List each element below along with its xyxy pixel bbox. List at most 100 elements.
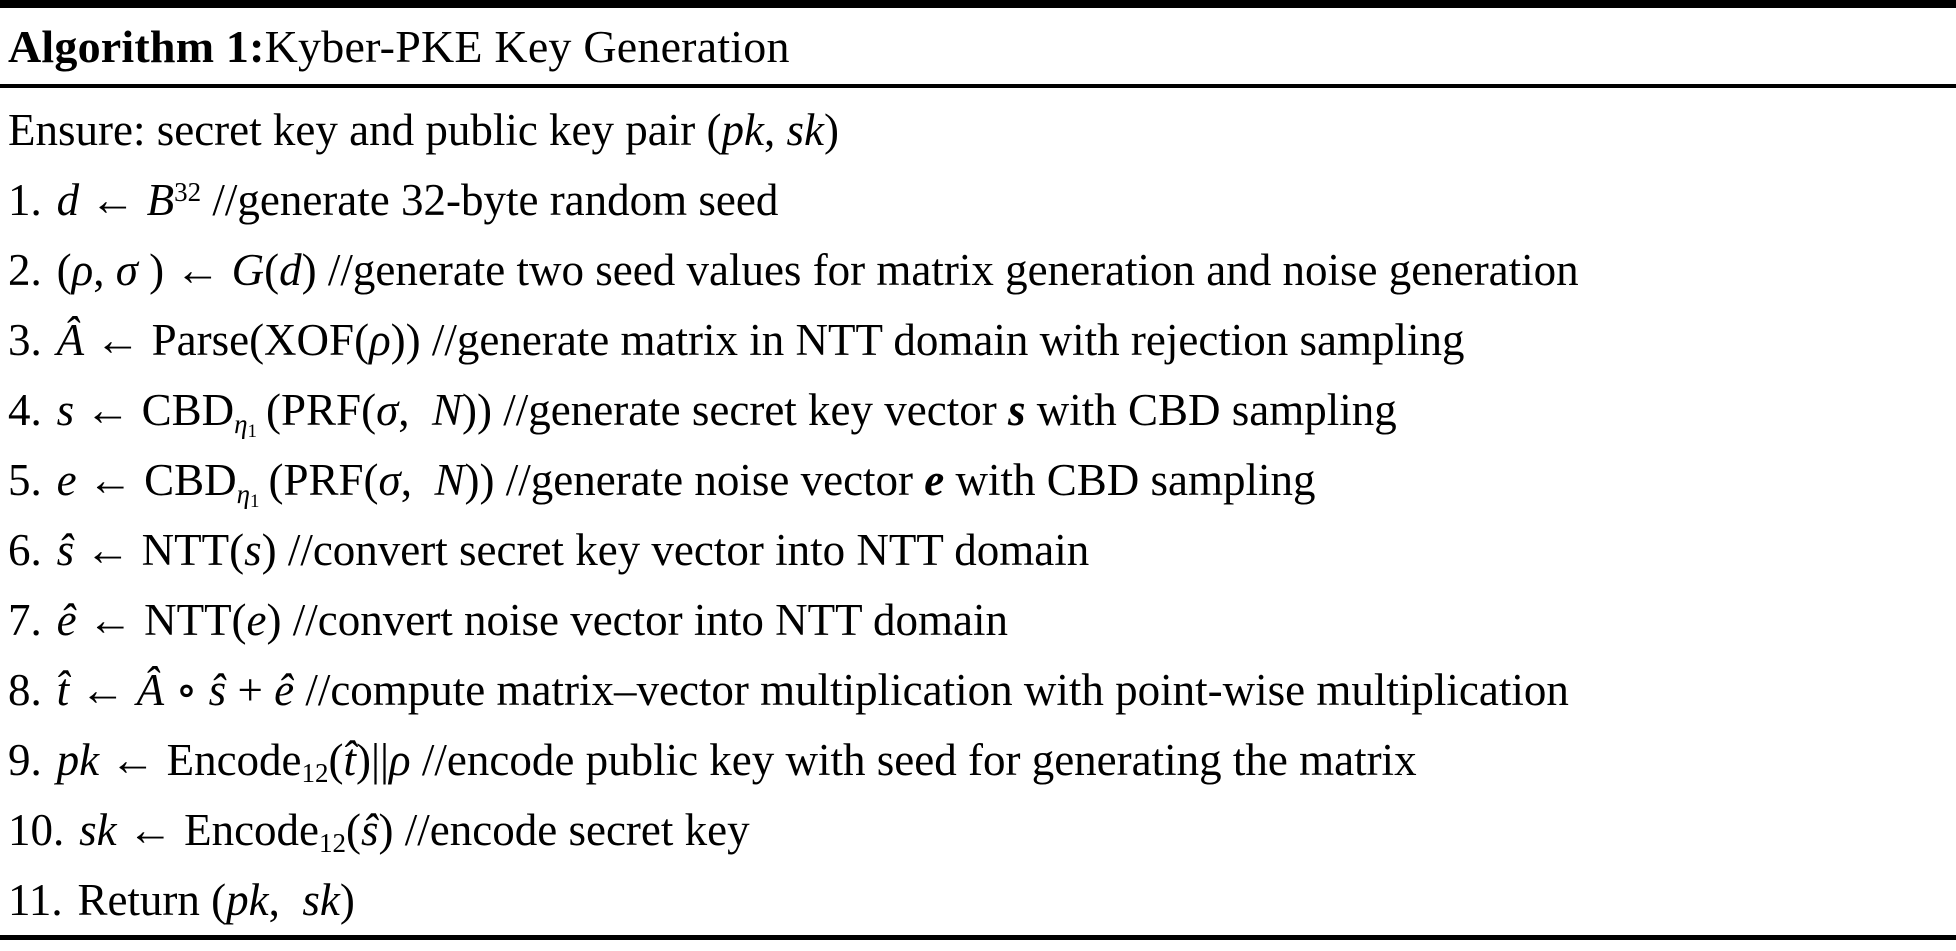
line-number: 1. [8, 175, 42, 225]
text-segment: Â [56, 315, 85, 365]
text-segment: d [279, 245, 302, 295]
text-segment: ← Parse(XOF( [84, 315, 370, 365]
text-segment: 1 [247, 420, 257, 442]
text-segment: )) //generate matrix in NTT domain with … [390, 315, 1465, 365]
text-segment: N [434, 455, 465, 505]
text-segment: pk [56, 735, 100, 785]
text-segment: with CBD sampling [944, 455, 1316, 505]
bottom-rule [0, 935, 1956, 940]
algorithm-line: 8.t̂ ← Â ∘ ŝ + ê //compute matrix–vector… [8, 655, 1946, 725]
text-segment: pk [226, 875, 269, 925]
text-segment: ( [56, 245, 72, 295]
text-segment: sk [302, 875, 340, 925]
algorithm-line: 6. ŝ ← NTT(s) //convert secret key vector… [8, 515, 1946, 585]
text-segment: , [398, 385, 433, 435]
text-segment: (PRF( [259, 455, 379, 505]
text-segment: d [56, 175, 80, 225]
text-segment: ) ← [137, 245, 232, 295]
text-segment: ← Encode [99, 735, 302, 785]
text-segment: sk [79, 805, 117, 855]
text-segment: Algorithm 1: [8, 20, 265, 72]
text-segment: s [244, 525, 262, 575]
text-segment: ( [346, 805, 362, 855]
text-segment: pk [721, 105, 764, 155]
algorithm-line: 9.pk ← Encode12(t̂)||ρ //encode public k… [8, 725, 1946, 795]
text-segment: Ensure: secret key and public key pair ( [8, 105, 722, 155]
text-segment: N [432, 385, 463, 435]
text-segment: ← CBD [74, 385, 235, 435]
text-segment: , [268, 875, 303, 925]
text-segment: e [56, 455, 77, 505]
text-segment: η [234, 409, 248, 440]
title-separator-rule [0, 84, 1956, 88]
text-segment: ρ [389, 735, 411, 785]
text-segment: )|| [356, 735, 390, 785]
text-segment: ) [339, 875, 355, 925]
algorithm-line: 3. Â ← Parse(XOF(ρ)) //generate matrix in… [8, 305, 1946, 375]
algorithm-line: Ensure: secret key and public key pair (… [8, 95, 1946, 165]
text-segment: η [236, 479, 251, 510]
text-segment: ρ [71, 245, 94, 295]
algorithm-lines: Ensure: secret key and public key pair (… [0, 88, 1956, 935]
text-segment: ← [69, 665, 137, 715]
text-segment: ê [274, 665, 295, 715]
text-segment: (PRF( [257, 385, 377, 435]
text-segment: ê [56, 595, 77, 645]
line-number: 9. [8, 735, 42, 785]
text-segment: 12 [319, 828, 347, 859]
text-segment: 1 [250, 490, 260, 512]
text-segment: with CBD sampling [1025, 385, 1397, 435]
text-segment: ← [79, 175, 147, 225]
text-segment: e [924, 455, 945, 505]
text-segment: 32 [174, 176, 202, 207]
text-segment: ← NTT( [74, 525, 245, 575]
text-segment: e [246, 595, 267, 645]
algorithm-line: 2.(ρ, σ ) ← G(d) //generate two seed val… [8, 235, 1946, 305]
text-segment: sk [786, 105, 824, 155]
line-number: 4. [8, 385, 42, 435]
text-segment: ) //convert secret key vector into NTT d… [261, 525, 1090, 575]
text-segment: s [1007, 385, 1026, 435]
text-segment: ( [264, 245, 280, 295]
algorithm-line: 10.sk ← Encode12(ŝ) //encode secret key [8, 795, 1946, 865]
text-segment: Return ( [77, 875, 227, 925]
text-segment: ) //encode secret key [378, 805, 750, 855]
text-segment: 12 [301, 758, 329, 789]
line-number: 11. [8, 875, 63, 925]
text-segment: σ [115, 245, 138, 295]
line-number: 10. [8, 805, 65, 855]
text-segment: ρ [369, 315, 391, 365]
text-segment: σ [378, 455, 401, 505]
algorithm-title: Algorithm 1: Kyber-PKE Key Generation [0, 8, 1956, 84]
text-segment: ŝ [56, 525, 75, 575]
text-segment: Kyber-PKE Key Generation [264, 20, 790, 72]
text-segment: + [226, 665, 275, 715]
text-segment: t̂ [343, 735, 357, 785]
text-segment: ← CBD [76, 455, 237, 505]
text-segment: ) [823, 105, 839, 155]
text-segment: )) //generate noise vector [464, 455, 925, 505]
algorithm-line: 11. Return (pk, sk) [8, 865, 1946, 935]
text-segment: ← NTT( [76, 595, 247, 645]
algorithm-line: 1. d ← B32 //generate 32-byte random seed [8, 165, 1946, 235]
text-segment: //generate 32-byte random seed [201, 175, 779, 225]
text-segment: ( [328, 735, 344, 785]
text-segment: Â [136, 665, 165, 715]
line-number: 7. [8, 595, 42, 645]
algorithm-line: 5. e ← CBDη1 (PRF(σ, N)) //generate noise… [8, 445, 1946, 515]
line-number: 3. [8, 315, 42, 365]
text-segment: B [146, 175, 175, 225]
line-number: 6. [8, 525, 42, 575]
text-segment: //compute matrix–vector multiplication w… [294, 665, 1569, 715]
algorithm-line: 4. s ← CBDη1 (PRF(σ, N)) //generate secre… [8, 375, 1946, 445]
line-number: 5. [8, 455, 42, 505]
line-number: 2. [8, 245, 42, 295]
text-segment: , [400, 455, 435, 505]
text-segment: s [56, 385, 75, 435]
text-segment: )) //generate secret key vector [462, 385, 1008, 435]
line-number: 8. [8, 665, 42, 715]
text-segment: t̂ [56, 665, 70, 715]
text-segment: ) //convert noise vector into NTT domain [266, 595, 1009, 645]
text-segment: σ [376, 385, 399, 435]
